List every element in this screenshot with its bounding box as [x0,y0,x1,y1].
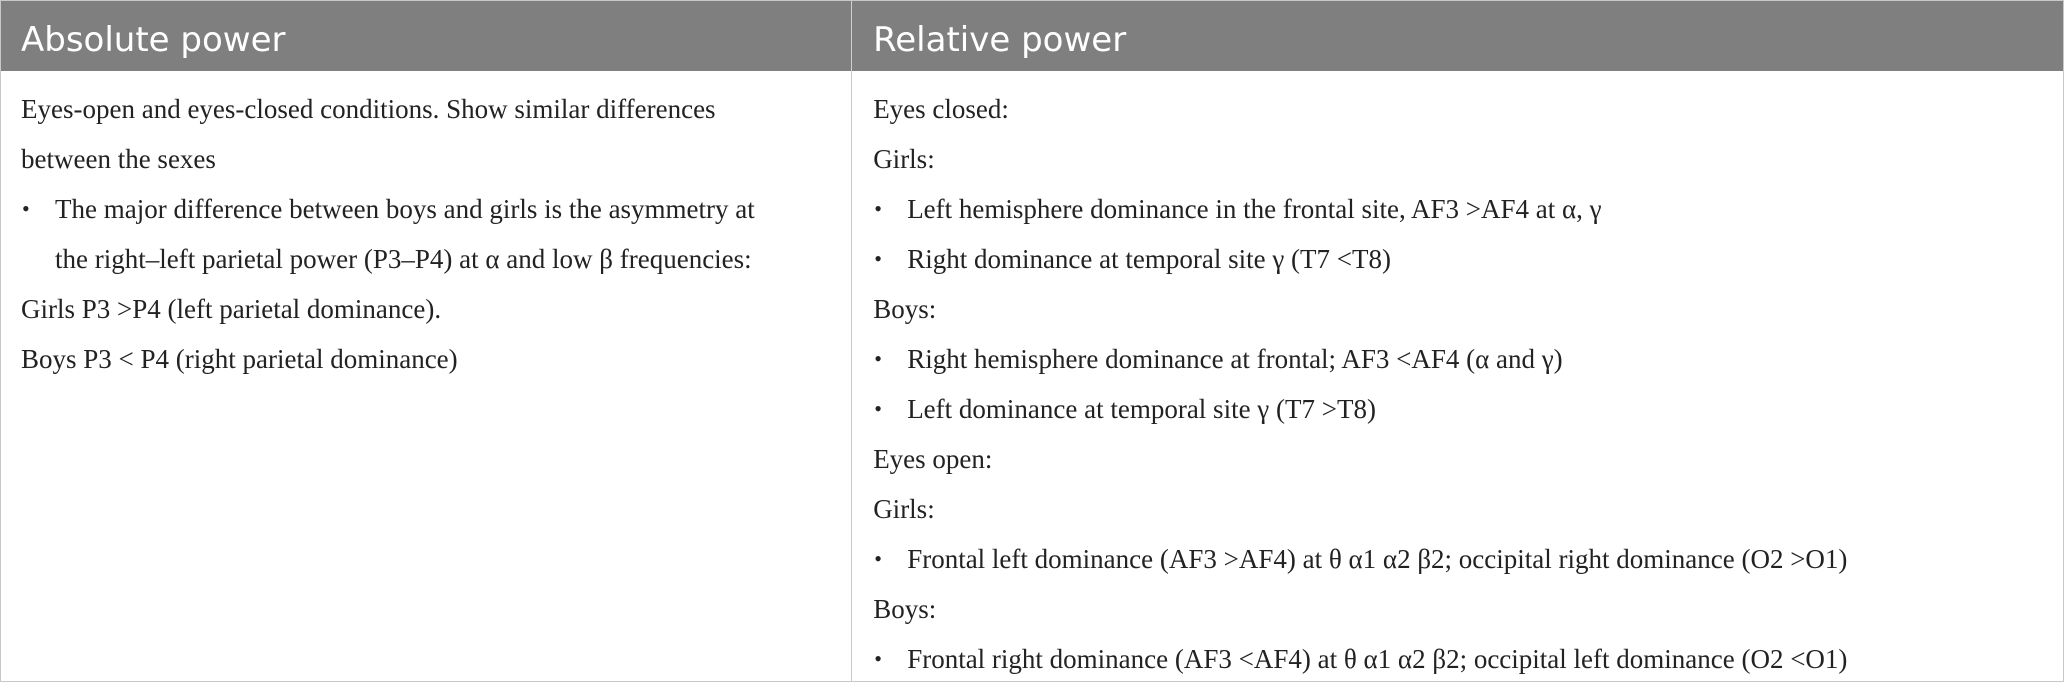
list-item: Frontal left dominance (AF3 >AF4) at θ α… [873,534,2063,584]
boys-label: Boys: [873,594,937,624]
absolute-boys-text: Boys P3 < P4 (right parietal dominance) [21,344,458,374]
absolute-power-cell: Eyes-open and eyes-closed conditions. Sh… [1,71,853,681]
header-relative-power: Relative power [873,20,1127,60]
list-item: Frontal right dominance (AF3 <AF4) at θ … [873,634,2063,684]
header-absolute-power: Absolute power [1,1,853,71]
absolute-girls-text: Girls P3 >P4 (left parietal dominance). [21,294,442,324]
list-item: Right hemisphere dominance at frontal; A… [873,334,2063,384]
absolute-text-line: Eyes-open and eyes-closed conditions. Sh… [21,94,716,124]
list-item: Left hemisphere dominance in the frontal… [873,184,2063,234]
table-header-row: Absolute power Relative power [1,1,2063,71]
list-item: Left dominance at temporal site γ (T7 >T… [873,384,2063,434]
comparison-table: Absolute power Relative power Eyes-open … [0,0,2064,682]
absolute-text-line: between the sexes [21,144,216,174]
absolute-bullet-continuation: the right–left parietal power (P3–P4) at… [55,244,752,274]
table-body-row: Eyes-open and eyes-closed conditions. Sh… [1,71,2063,684]
eyes-closed-label: Eyes closed: [873,94,1009,124]
absolute-bullet-item: The major difference between boys and gi… [21,184,827,234]
boys-label: Boys: [873,294,937,324]
list-item: Right dominance at temporal site γ (T7 <… [873,234,2063,284]
eyes-open-label: Eyes open: [873,444,993,474]
relative-power-cell: Eyes closed: Girls: Left hemisphere domi… [852,71,2063,684]
girls-label: Girls: [873,144,935,174]
girls-label: Girls: [873,494,935,524]
